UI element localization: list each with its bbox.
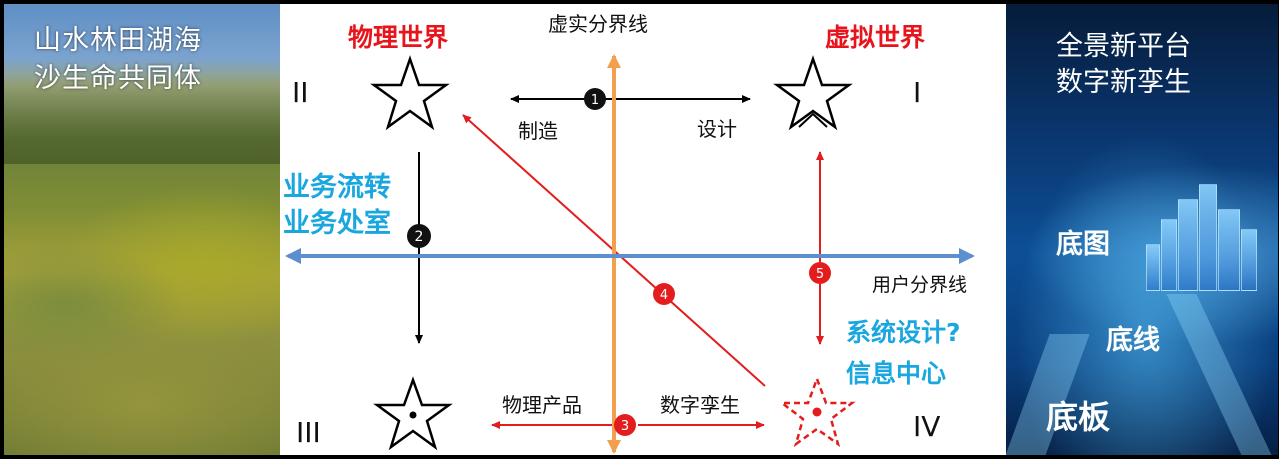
design-label: 设计 (697, 117, 737, 141)
city-building (1199, 184, 1217, 291)
badge-4: 4 (653, 283, 675, 305)
city-building (1146, 244, 1160, 291)
virtual-world-title: 虚拟世界 (825, 23, 925, 52)
svg-text:2: 2 (415, 229, 424, 245)
digital-twin-panel: 全景新平台 数字新孪生 底图 底线 底板 (1006, 4, 1278, 455)
quadrant-3-label: III (296, 416, 321, 449)
physical-star (374, 59, 446, 127)
system-design-label: 系统设计? (846, 318, 961, 347)
virtual-star (777, 59, 849, 127)
base-line-label: 底线 (1106, 318, 1160, 357)
business-office-label: 业务处室 (283, 207, 391, 239)
quadrant-4-label: IV (913, 410, 940, 443)
city-building (1218, 209, 1240, 291)
svg-text:5: 5 (816, 267, 824, 282)
quadrant-2-label: II (292, 76, 309, 109)
base-map-label: 底图 (1056, 222, 1110, 261)
quadrant-diagram: 物理世界 虚拟世界 虚实分界线 用户分界线 II I III IV 制造 (280, 4, 1006, 455)
badge-3: 3 (614, 414, 636, 436)
physical-product-label: 物理产品 (502, 393, 582, 417)
user-boundary-label: 用户分界线 (872, 274, 967, 296)
svg-text:1: 1 (591, 93, 599, 108)
virtual-real-boundary-label: 虚实分界线 (548, 12, 648, 36)
badge-1: 1 (584, 88, 606, 110)
virtual-star-inner-line (799, 114, 827, 127)
city-building (1241, 229, 1257, 291)
light-beam (1166, 294, 1275, 455)
right-title-line2: 数字新孪生 (1056, 60, 1276, 99)
base-board-label: 底板 (1046, 392, 1110, 438)
city-building (1161, 219, 1177, 291)
digital-twin-label: 数字孪生 (660, 393, 740, 417)
info-center-label: 信息中心 (846, 359, 946, 388)
svg-text:3: 3 (621, 419, 629, 434)
diagram-panel: 物理世界 虚拟世界 虚实分界线 用户分界线 II I III IV 制造 (280, 4, 1006, 455)
landscape-photo-panel: 山水林田湖海 沙生命共同体 (4, 4, 280, 455)
manufacture-label: 制造 (518, 119, 558, 143)
product-star-center-dot (410, 412, 417, 419)
badge-2: 2 (407, 224, 431, 248)
left-title-line1: 山水林田湖海 (34, 18, 274, 57)
twin-star-center-dot (813, 408, 822, 417)
right-title-line1: 全景新平台 (1056, 24, 1276, 63)
left-title-line2: 沙生命共同体 (34, 56, 274, 95)
business-flow-label: 业务流转 (283, 172, 391, 203)
badge-5: 5 (809, 262, 831, 284)
physical-world-title: 物理世界 (348, 23, 448, 52)
city-building (1178, 199, 1198, 291)
svg-text:4: 4 (660, 288, 668, 303)
quadrant-1-label: I (913, 76, 921, 109)
